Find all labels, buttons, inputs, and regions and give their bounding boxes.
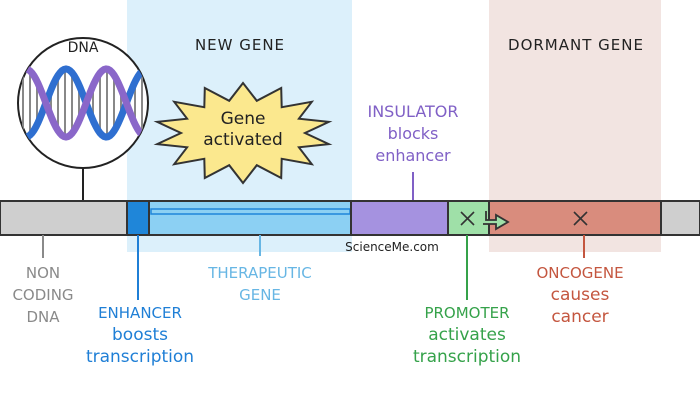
enhancer-line3: transcription xyxy=(86,347,194,367)
dna-label: DNA xyxy=(68,40,99,56)
enhancer-segment xyxy=(126,200,150,236)
therapeutic-gene-segment xyxy=(148,200,352,236)
oncogene-label: ONCOGENE causes cancer xyxy=(536,264,623,327)
oncogene-line2: causes xyxy=(551,285,610,305)
promoter-label: PROMOTER activates transcription xyxy=(413,304,521,367)
enhancer-label: ENHANCER boosts transcription xyxy=(86,304,194,367)
new-gene-heading: NEW GENE xyxy=(195,36,285,54)
insulator-label-line1: INSULATOR xyxy=(367,102,458,121)
arrow-right-icon xyxy=(483,211,510,231)
therapeutic-label: THERAPEUTIC GENE xyxy=(207,264,312,304)
insulator-label-line3: enhancer xyxy=(375,146,451,165)
oncogene-line3: cancer xyxy=(551,307,608,327)
oncogene-x-mark-icon xyxy=(573,211,588,226)
starburst-icon xyxy=(153,81,333,185)
dormant-gene-heading: DORMANT GENE xyxy=(508,36,644,54)
therapeutic-line2: GENE xyxy=(239,286,281,304)
x-mark-icon xyxy=(460,211,475,226)
oncogene-line1: ONCOGENE xyxy=(536,264,623,282)
enhancer-line1: ENHANCER xyxy=(98,304,182,322)
promoter-line1: PROMOTER xyxy=(424,304,509,322)
burst-text-line2: activated xyxy=(203,130,283,150)
noncoding-line2: CODING xyxy=(12,286,73,304)
burst-text-line1: Gene xyxy=(221,109,266,129)
promoter-line3: transcription xyxy=(413,347,521,367)
promoter-line2: activates xyxy=(428,325,506,345)
noncoding-line3: DNA xyxy=(26,308,60,326)
watermark: ScienceMe.com xyxy=(345,240,439,254)
enhancer-line2: boosts xyxy=(112,325,168,345)
noncoding-line1: NON xyxy=(26,264,60,282)
insulator-label-line2: blocks xyxy=(388,124,439,143)
insulator-segment xyxy=(350,200,449,236)
noncoding-label: NON CODING DNA xyxy=(12,264,73,326)
therapeutic-line1: THERAPEUTIC xyxy=(207,264,312,282)
oncogene-segment xyxy=(488,200,662,236)
dna-helix-icon xyxy=(18,65,148,141)
